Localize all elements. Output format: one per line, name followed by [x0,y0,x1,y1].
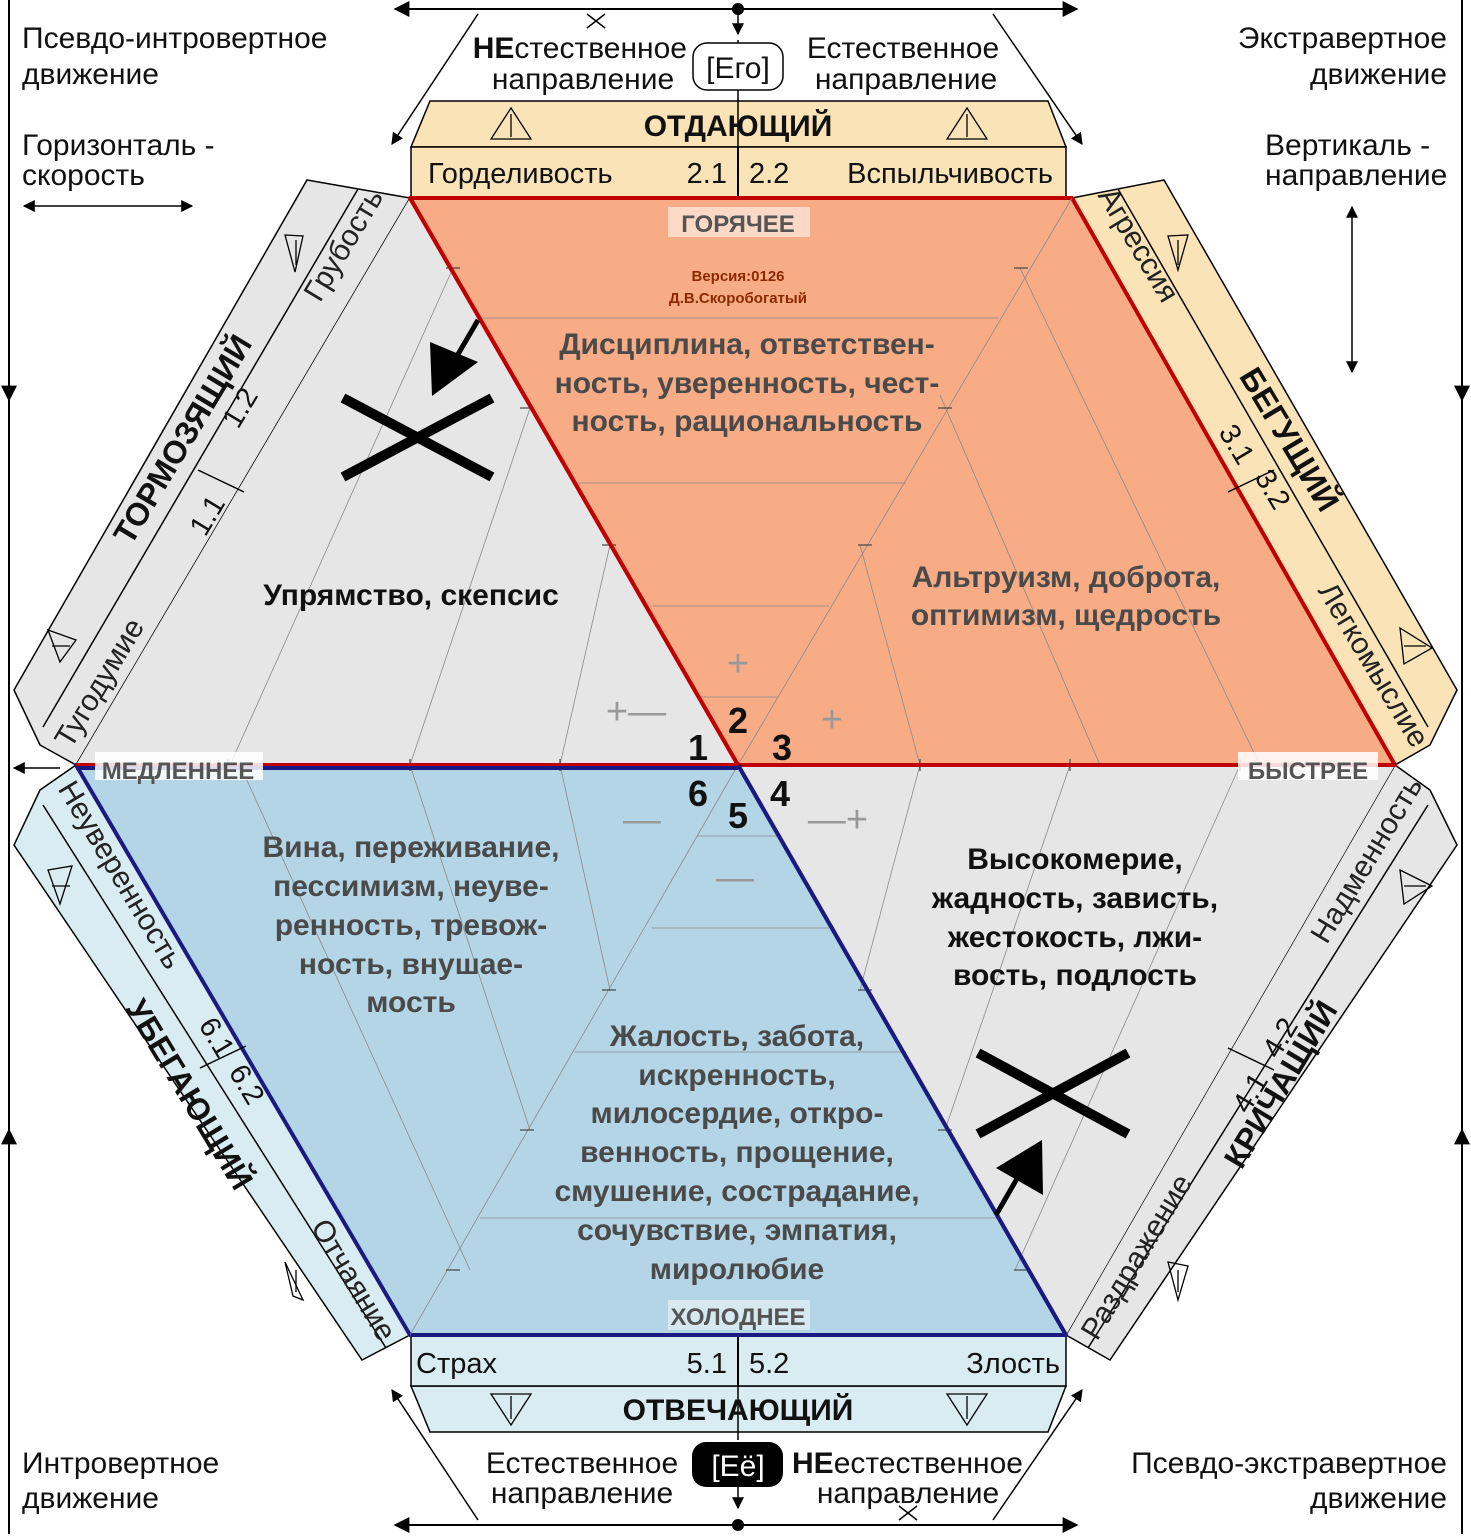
sector-number-1: 1 [688,727,708,768]
corner-top-left-line2: движение [22,58,159,91]
region-upper-left [76,198,738,765]
band-arrow-icons [46,106,1434,1427]
top-unnatural-direction: НЕстественное [473,32,687,65]
region-bottom-center-line4: венность, прощение, [580,1136,894,1169]
horizontal-speed-line2: скорость [22,159,145,192]
region-bottom-center-line5: смушение, сострадание, [554,1175,919,1208]
ee-label: [Eё] [711,1450,764,1483]
bottom-right-code: 5.2 [749,1348,789,1380]
region-left-lower-line5: мость [366,986,456,1019]
cross-marks [586,13,918,1521]
axis-label-slower: МЕДЛЕННЕЕ [102,758,255,785]
ego-badge [692,42,784,91]
ego-label: [Его] [706,52,770,85]
region-left-lower-line3: ренность, тревож- [275,909,548,942]
corner-top-left-line1: Псевдо-интровертное [22,22,327,55]
region-right-upper-line2: оптимизм, щедрость [911,599,1221,632]
sector-number-4: 4 [770,773,790,814]
region-top-center-line3: ность, рациональность [572,405,923,438]
bottom-natural-direction-word: направление [491,1477,673,1510]
corner-bottom-right-line1: Псевдо-экстравертное [1131,1447,1447,1480]
top-unnatural-direction-word: направление [492,63,674,96]
region-left-lower-line1: Вина, переживание, [262,831,559,864]
region-left-upper-line1: Упрямство, скепсис [263,579,559,612]
region-right-lower-line3: жестокость, лжи- [947,921,1202,954]
bottom-center-dot [732,1519,744,1531]
region-bottom-center-line3: милосердие, откро- [591,1097,884,1130]
sign-plus-top: + [727,643,749,685]
horizontal-speed-line1: Горизонталь - [22,129,215,162]
sector-number-5: 5 [728,795,748,836]
bottom-unnatural-direction: НЕестественное [792,1447,1023,1480]
region-left-lower-line2: пессимизм, неуве- [273,870,549,903]
axis-label-cold: ХОЛОДНЕЕ [670,1304,805,1331]
corner-bottom-left-line2: движение [22,1482,159,1515]
bottom-left-code: 5.1 [687,1348,727,1380]
sector-number-6: 6 [688,773,708,814]
top-natural-direction-word: направление [815,63,997,96]
sign-minus-left: — [623,799,661,841]
vertical-direction-line1: Вертикаль - [1265,129,1430,162]
arrow-upper-left-icon [430,342,478,396]
top-left-code: 2.1 [687,158,727,190]
region-top-center-line2: ность, уверенность, чест- [555,367,940,400]
cross-out-lower-right-icon [975,1048,1131,1139]
arrow-lower-right-icon [996,1140,1043,1195]
corner-bottom-left-line1: Интровертное [22,1447,219,1480]
region-top-center-line1: Дисциплина, ответствен- [559,328,935,361]
sign-plus-minus-left: +— [606,691,666,733]
top-center-dot [732,3,744,15]
corner-bottom-right-line2: движение [1310,1482,1447,1515]
band-top-title: ОТДАЮЩИЙ [644,109,833,143]
direction-arrows [12,13,1358,1521]
bottom-right-trait: Злость [966,1348,1060,1380]
region-bottom-center-line7: миролюбие [650,1253,824,1286]
ee-badge [692,1442,783,1487]
axis-label-hot: ГОРЯЧЕЕ [681,211,795,238]
sign-minus-bottom: — [716,857,754,899]
sign-minus-plus-right: —+ [808,799,868,841]
top-natural-direction: Естественное [807,32,999,65]
vertical-direction-line2: направление [1265,159,1447,192]
region-right-lower-line2: жадность, зависть, [931,882,1218,915]
region-right-lower-line4: вость, подлость [953,959,1197,992]
band-bottom-title: ОТВЕЧАЮЩИЙ [623,1393,854,1427]
region-left-lower-line4: ность, внушае- [299,948,523,981]
top-right-code: 2.2 [749,158,789,190]
cross-out-upper-left-icon [340,393,495,482]
cold-label-bg [668,1300,810,1330]
top-left-trait: Горделивость [428,158,613,190]
region-right-upper-line1: Альтруизм, доброта, [912,561,1221,594]
bottom-left-trait: Страх [416,1348,497,1380]
sector-number-3: 3 [772,727,792,768]
region-lower-right [738,765,1395,1335]
slower-label-bg [95,752,263,780]
faster-label-bg [1238,752,1378,780]
corner-top-right-line1: Экстравертное [1238,22,1447,55]
bottom-natural-direction: Естественное [486,1447,678,1480]
region-right-lower-line1: Высокомерие, [967,843,1183,876]
corner-top-right-line2: движение [1310,58,1447,91]
axis-label-faster: БЫСТРЕЕ [1248,758,1368,785]
region-bottom-center-line1: Жалость, забота, [609,1020,864,1053]
bottom-unnatural-direction-word: направление [817,1477,999,1510]
band-upper-left [13,179,412,767]
region-bottom-center-line6: сочувствие, эмпатия, [577,1214,897,1247]
top-right-trait: Вспыльчивость [847,158,1053,190]
region-bottom-center-line2: искренность, [638,1059,835,1092]
hot-label-bg [668,207,810,237]
sign-plus-right: + [821,699,843,741]
version-line1: Версия:0126 [691,268,784,285]
version-author: Д.В.Скоробогатый [669,290,807,307]
sector-number-2: 2 [728,700,748,741]
